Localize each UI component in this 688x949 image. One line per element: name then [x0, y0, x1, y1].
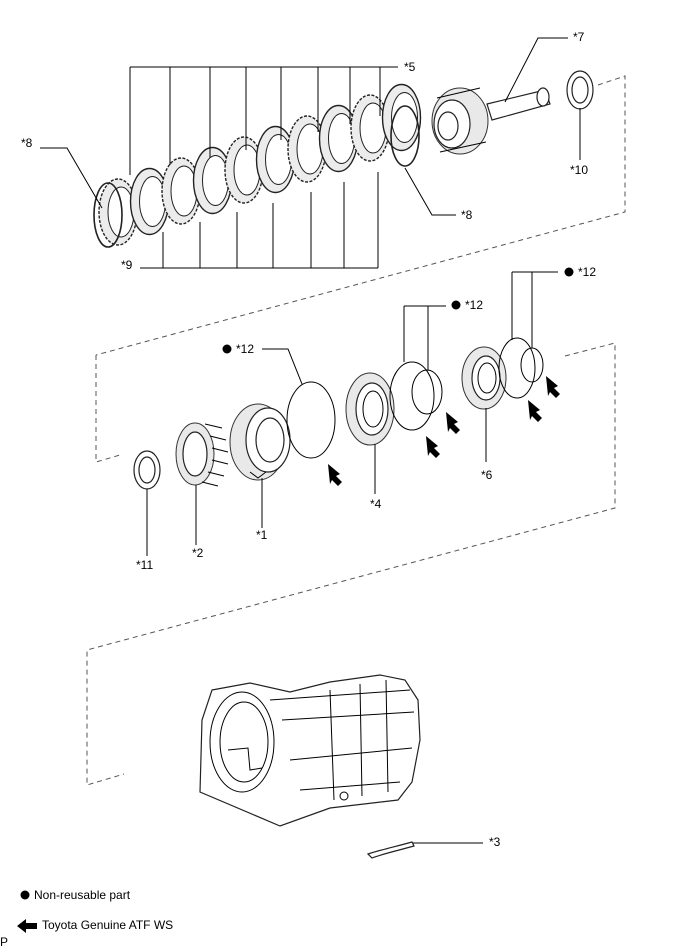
callout-6: *6	[481, 468, 493, 482]
clutch-disc-stack	[93, 83, 422, 248]
input-shaft-assembly	[431, 87, 551, 155]
o-rings-12b	[389, 361, 443, 431]
thrust-washer-11	[133, 450, 161, 490]
clutch-disc	[161, 157, 201, 225]
callout-7: *7	[573, 30, 585, 44]
callout-10: *10	[570, 163, 588, 177]
atf-arrow-icon	[17, 919, 37, 933]
non-reusable-dot-icon	[20, 890, 30, 900]
callout-8-right: *8	[461, 208, 473, 222]
piston-1	[229, 403, 291, 481]
piston-6	[461, 346, 507, 410]
callout-8-left: *8	[21, 136, 33, 150]
callout-9: *9	[121, 258, 133, 272]
callout-2: *2	[192, 546, 204, 560]
callout-4: *4	[370, 497, 382, 511]
atf-arrow-icon	[426, 436, 440, 458]
legend-atf-label: Toyota Genuine ATF WS	[42, 918, 173, 932]
transmission-case	[199, 674, 421, 827]
assembly-guide-lines	[86, 75, 626, 786]
clutch-disc	[381, 83, 422, 152]
flange-plate	[390, 105, 420, 167]
flange-plate	[93, 182, 123, 248]
atf-application-arrows	[328, 376, 560, 486]
legend: Non-reusable part Toyota Genuine ATF WS …	[0, 888, 173, 949]
atf-arrow-icon	[328, 464, 342, 486]
clutch-disc	[192, 146, 233, 215]
corner-mark: P	[0, 935, 8, 949]
atf-arrow-icon	[446, 412, 460, 434]
non-reusable-dot-icon	[564, 267, 574, 277]
atf-arrow-icon	[528, 400, 542, 422]
callout-1: *1	[256, 528, 268, 542]
callout-11: *11	[136, 558, 153, 572]
callout-5: *5	[404, 60, 416, 74]
non-reusable-dot-icon	[222, 344, 232, 354]
clutch-disc	[255, 125, 296, 194]
atf-arrow-icon	[546, 376, 560, 398]
leader-lines	[40, 37, 581, 844]
pin-3	[366, 841, 415, 859]
legend-nonreusable-label: Non-reusable part	[34, 888, 131, 902]
callout-3: *3	[489, 835, 501, 849]
callout-labels: *7 *5 *8 *10 *8 *9 *12 *12 *12 *6 *4 *1 …	[21, 30, 596, 849]
o-rings-12c	[498, 337, 544, 399]
non-reusable-dot-icon	[451, 300, 461, 310]
clutch-disc	[98, 178, 138, 246]
clutch-disc	[224, 136, 264, 204]
return-spring-2	[175, 422, 229, 487]
piston-4	[345, 372, 395, 446]
o-ring-12a	[286, 381, 336, 459]
callout-12-left: *12	[236, 342, 254, 356]
callout-12-middle: *12	[465, 298, 483, 312]
callout-12-right: *12	[578, 265, 596, 279]
clutch-disc	[129, 167, 170, 236]
thrust-washer-10	[566, 70, 594, 110]
